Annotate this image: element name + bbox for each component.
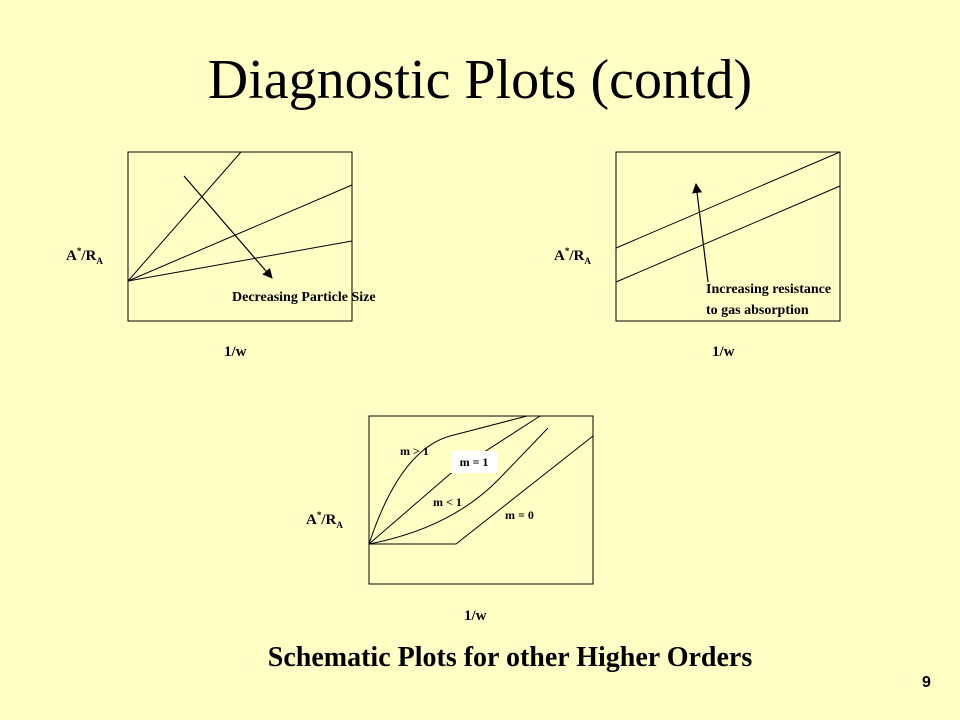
curve-m-less-1 (368, 427, 549, 545)
curve-m-equal-1 (368, 415, 541, 545)
x-axis-label-bottom: 1/w (464, 608, 487, 624)
line-shallow (127, 240, 353, 282)
annotation-increasing-resistance-line2: to gas absorption (706, 303, 809, 318)
y-axis-label-top-left: A*/RA (66, 246, 103, 266)
arrow-increasing-resistance (692, 183, 709, 283)
line-upper (615, 151, 841, 249)
annotation-decreasing-particle-size: Decreasing Particle Size (232, 290, 376, 305)
line-medium (127, 184, 353, 282)
y-axis-label-top-right: A*/RA (554, 246, 591, 266)
slide-caption: Schematic Plots for other Higher Orders (267, 642, 753, 673)
label-m-greater-1: m > 1 (400, 444, 429, 458)
curve-m-greater-1 (368, 415, 528, 545)
label-m-less-1: m < 1 (433, 495, 462, 509)
plot-frame-top-left (127, 151, 353, 322)
label-m-equal-1: m = 1 (451, 451, 497, 473)
label-m-equal-0: m = 0 (505, 508, 534, 522)
y-axis-label-bottom: A*/RA (306, 510, 343, 530)
page-number: 9 (922, 674, 931, 691)
plot-frame-top-right (615, 151, 841, 322)
plot-frame-bottom (368, 415, 594, 585)
x-axis-label-top-left: 1/w (224, 344, 247, 360)
arrow-decreasing-particle-size (183, 175, 273, 279)
line-steep (127, 151, 242, 282)
curve-m-equal-0 (369, 435, 594, 545)
annotation-increasing-resistance-line1: Increasing resistance (706, 282, 832, 297)
line-lower (615, 185, 841, 283)
slide-title: Diagnostic Plots (contd) (207, 49, 753, 111)
x-axis-label-top-right: 1/w (712, 344, 735, 360)
